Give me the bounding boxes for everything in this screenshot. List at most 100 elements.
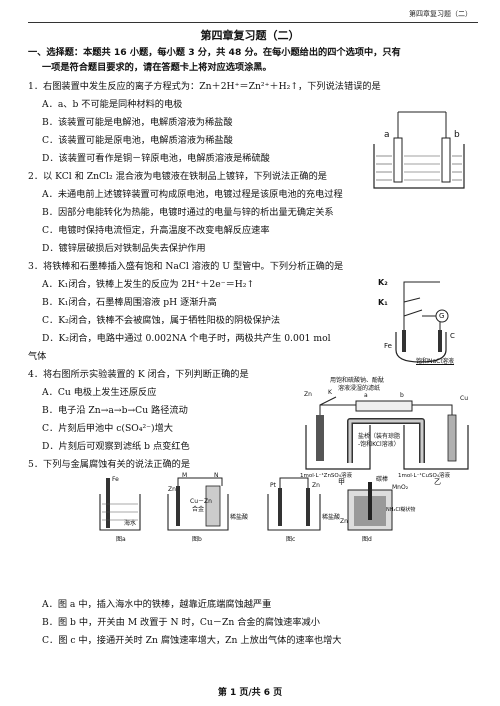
q5-label-n: N bbox=[214, 472, 219, 479]
q5-label-mno2: MnO₂ bbox=[392, 484, 409, 491]
q4-label-left-solution: 1mol·L⁻¹ZnSO₄溶液 bbox=[300, 473, 352, 479]
q4-beaker-left bbox=[305, 425, 371, 470]
q5-option-c: C．图 c 中，接通开关时 Zn 腐蚀速率增大，Zn 上放出气体的速率也增大 bbox=[42, 635, 342, 646]
q5-label-figure-b: 图b bbox=[192, 536, 202, 543]
q4-switch bbox=[319, 396, 337, 406]
q5-label-pt: Pt bbox=[270, 482, 276, 489]
q2-stem: 2．以 KCl 和 ZnCl₂ 混合液为电镀液在铁制品上镀锌，下列说法正确的是 bbox=[28, 171, 327, 182]
section-instructions: 一、选择题：本题共 16 小题，每小题 3 分，共 48 分。在每小题给出的四个… bbox=[28, 47, 401, 58]
running-header: 第四章复习题（二） bbox=[409, 10, 472, 18]
q4-label-bridge: 盐桥（装有琼脂 bbox=[358, 433, 401, 440]
q1-wire bbox=[397, 111, 447, 138]
q5-label-fe: Fe bbox=[112, 476, 119, 483]
q4-label-a: a bbox=[364, 392, 368, 399]
q1-stem: 1．右图装置中发生反应的离子方程式为：Zn＋2H⁺＝Zn²⁺＋H₂↑，下列说法错… bbox=[28, 81, 381, 92]
q3-option-c: C．K₂闭合，铁棒不会被腐蚀，属于牺牲阳极的阴极保护法 bbox=[42, 315, 281, 326]
q5-figure-c bbox=[267, 477, 321, 531]
q5-label-paste: NH₄Cl糊状物 bbox=[386, 507, 416, 513]
q1-electrode-a bbox=[393, 137, 403, 183]
q5-label-rod: 碳棒 bbox=[376, 476, 389, 483]
q5-label-alloy: 合金 bbox=[192, 506, 205, 513]
q5-label-m: M bbox=[182, 472, 188, 479]
q3-u-tube bbox=[395, 332, 447, 363]
q4-label-top2: 溶液浸湿的滤纸 bbox=[338, 385, 381, 392]
q4-option-c: C．片刻后甲池中 c(SO₄²⁻)增大 bbox=[42, 423, 173, 434]
q3-switch-k1 bbox=[403, 309, 423, 317]
q1-option-c: C．该装置可能是原电池，电解质溶液为稀盐酸 bbox=[42, 135, 233, 146]
q4-label-yi: 乙 bbox=[434, 478, 441, 486]
q4-option-b: B．电子沿 Zn→a→b→Cu 路径流动 bbox=[42, 405, 188, 416]
q5-figures-drawing bbox=[99, 477, 393, 531]
q4-label-bridge2: -饱和KCl溶液） bbox=[358, 441, 400, 448]
q5-figures: Fe 海水 图a M N Zn Cu－Zn 合金 稀盐酸 图b Pt Zn 稀盐… bbox=[96, 472, 416, 546]
q1-electrode-b bbox=[441, 137, 451, 183]
q5-label-figure-d: 图d bbox=[362, 536, 372, 543]
q4-zn-electrode bbox=[316, 415, 324, 461]
q1-beaker bbox=[373, 144, 465, 189]
q4-label-zn: Zn bbox=[304, 391, 312, 398]
q3-label-k2: K₂ bbox=[378, 278, 388, 287]
q5-label-zn2: Zn bbox=[312, 482, 320, 489]
q5-figure-a bbox=[99, 478, 141, 531]
q4-cu-electrode bbox=[447, 414, 457, 462]
q4-label-jia: 甲 bbox=[338, 478, 345, 486]
q3-label-g: G bbox=[439, 312, 445, 320]
q1-option-b: B．该装置可能是电解池，电解质溶液为稀盐酸 bbox=[42, 117, 233, 128]
q5-option-b: B．图 b 中，开关由 M 改置于 N 时，Cu－Zn 合金的腐蚀速率减小 bbox=[42, 617, 320, 628]
q5-label-acid2: 稀盐酸 bbox=[322, 514, 341, 521]
q5-label-zn: Zn bbox=[168, 486, 176, 493]
section-instructions-cont: 一项是符合题目要求的，请在答题卡上将对应选项涂黑。 bbox=[42, 62, 272, 73]
q3-label-fe: Fe bbox=[384, 342, 392, 350]
q4-label-cu: Cu bbox=[460, 395, 468, 402]
q5-label-sea: 海水 bbox=[124, 520, 137, 527]
page-footer: 第 1 页/共 6 页 bbox=[217, 688, 283, 698]
q3-galvanometer bbox=[435, 309, 449, 323]
q1-figure-drawing bbox=[373, 111, 465, 189]
q4-label-right-solution: 1mol·L⁻¹CuSO₄溶液 bbox=[398, 473, 451, 479]
q3-c-rod bbox=[438, 330, 442, 352]
q3-switch-k2 bbox=[403, 297, 421, 303]
q1-figure: a b bbox=[368, 108, 468, 190]
q5-figure-d bbox=[347, 482, 393, 531]
q4-label-b: b bbox=[400, 392, 404, 399]
q5-stem: 5．下列与金属腐蚀有关的说法正确的是 bbox=[28, 459, 191, 470]
q4-option-a: A．Cu 电极上发生还原反应 bbox=[42, 387, 157, 398]
q4-salt-bridge-inner bbox=[348, 419, 424, 463]
q4-figure: 用饱和硫酸钠、酚酞 溶液浸湿的滤纸 Zn Cu a b K 盐桥（装有琼脂 -饱… bbox=[300, 375, 478, 486]
q4-option-d: D．片刻后可观察到滤纸 b 点变红色 bbox=[42, 441, 190, 452]
page-title: 第四章复习题（二） bbox=[200, 29, 300, 42]
q4-filter-paper bbox=[355, 400, 413, 412]
q3-caption: 饱和NaCl溶液 bbox=[416, 358, 455, 365]
q3-figure: K₂ K₁ G Fe C 饱和NaCl溶液 bbox=[370, 272, 470, 365]
q3-label-k1: K₁ bbox=[378, 298, 388, 307]
q5-label-figure-a: 图a bbox=[116, 536, 126, 543]
q2-option-c: C．电镀时保持电流恒定，升高温度不改变电解反应速率 bbox=[42, 225, 270, 236]
q2-option-d: D．镀锌层破损后对铁制品失去保护作用 bbox=[42, 243, 206, 254]
q3-fe-rod bbox=[402, 330, 406, 352]
q3-option-d-cont: 气体 bbox=[28, 351, 47, 362]
q3-option-b: B．K₁闭合，石墨棒周围溶液 pH 逐渐升高 bbox=[42, 297, 217, 308]
q2-option-b: B．因部分电能转化为热能，电镀时通过的电量与锌的析出量无确定关系 bbox=[42, 207, 334, 218]
q4-figure-drawing bbox=[305, 396, 469, 470]
q3-stem: 3．将铁棒和石墨棒插入盛有饱和 NaCl 溶液的 U 型管中。下列分析正确的是 bbox=[28, 261, 344, 272]
q1-solution bbox=[376, 155, 462, 181]
q1-option-a: A．a、b 不可能是同种材料的电极 bbox=[42, 99, 183, 110]
q5-figure-b bbox=[167, 477, 229, 531]
q4-stem: 4．将右图所示实验装置的 K 闭合，下列判断正确的是 bbox=[28, 369, 249, 380]
q3-wire-k2 bbox=[403, 281, 440, 332]
q3-option-d: D．K₂闭合，电路中通过 0.002NA 个电子时，两极共产生 0.001 mo… bbox=[42, 333, 331, 344]
q4-label-top: 用饱和硫酸钠、酚酞 bbox=[330, 377, 385, 384]
header-rule bbox=[28, 22, 478, 23]
q5-label-acid: 稀盐酸 bbox=[230, 514, 249, 521]
q3-figure-drawing bbox=[395, 281, 449, 363]
q3-option-a: A．K₁闭合，铁棒上发生的反应为 2H⁺＋2e⁻＝H₂↑ bbox=[42, 279, 255, 290]
q5-option-a: A．图 a 中，插入海水中的铁棒，越靠近底端腐蚀越严重 bbox=[42, 599, 272, 610]
q1-label-b: b bbox=[454, 130, 460, 140]
q4-beaker-right bbox=[403, 425, 469, 470]
q1-option-d: D．该装置可看作是铜－锌原电池，电解质溶液是稀硫酸 bbox=[42, 153, 270, 164]
q3-label-c: C bbox=[450, 332, 455, 340]
q5-label-cuzn: Cu－Zn bbox=[190, 498, 212, 505]
q5-label-zn3: Zn bbox=[340, 518, 348, 525]
q4-label-k: K bbox=[328, 389, 332, 396]
